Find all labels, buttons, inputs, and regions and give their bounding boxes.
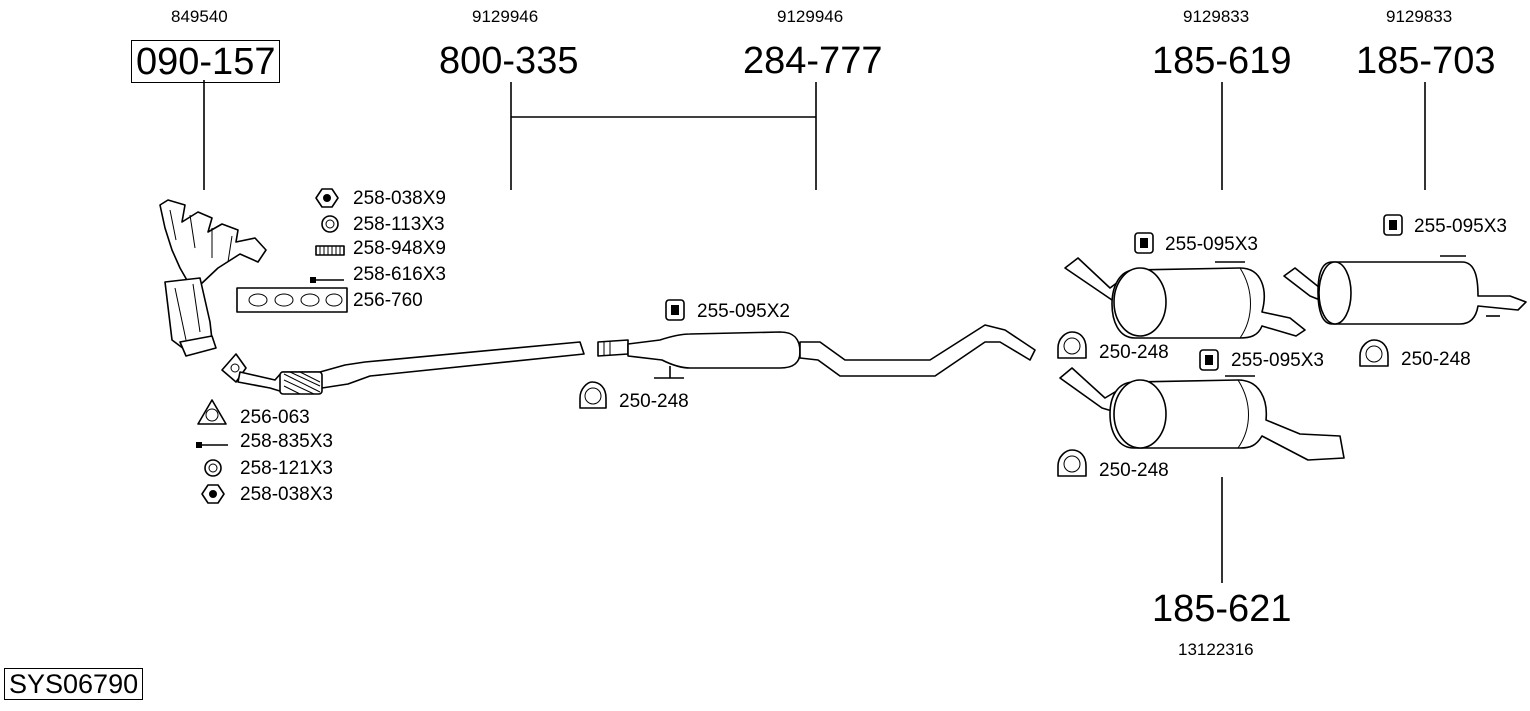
fitting-label-mount-rear-c[interactable]: 255-095X3: [1231, 350, 1324, 371]
fitting-label-gasket-manifold[interactable]: 256-760: [353, 290, 423, 311]
pipe-clamp-icon: [1359, 339, 1389, 367]
hex-nut-icon: [201, 484, 225, 504]
sealing-ring-icon: [204, 459, 222, 477]
fitting-label-spring-x9[interactable]: 258-948X9: [353, 238, 446, 259]
fitting-label-nut-flange[interactable]: 258-038X3: [240, 484, 333, 505]
middle-silencer-drawing: [597, 324, 1036, 379]
system-code-label: SYS06790: [4, 668, 144, 700]
part-number-rear-silencer-a[interactable]: 185-619: [1152, 40, 1292, 82]
part-number-middle-silencer[interactable]: 284-777: [743, 40, 883, 82]
front-pipe-drawing: [221, 341, 585, 395]
fitting-label-clamp-mid[interactable]: 250-248: [619, 391, 689, 412]
part-number-manifold[interactable]: 090-157: [131, 40, 281, 83]
bolt-icon: [310, 277, 344, 283]
fitting-label-clamp-rear-c[interactable]: 250-248: [1099, 460, 1169, 481]
fitting-label-ring-x3[interactable]: 258-113X3: [353, 214, 445, 235]
pipe-clamp-icon: [1057, 449, 1087, 477]
oem-number-front-pipe: 9129946: [472, 7, 539, 26]
rubber-mount-icon: [1383, 214, 1403, 236]
leader-lines: [203, 80, 1426, 583]
rear-silencer-185-703-drawing: [1283, 255, 1527, 325]
pipe-clamp-icon: [579, 381, 607, 409]
sealing-ring-icon: [321, 215, 339, 233]
oem-number-rear-silencer-b: 9129833: [1386, 7, 1453, 26]
part-number-front-pipe[interactable]: 800-335: [439, 40, 579, 82]
fitting-label-nut-x9[interactable]: 258-038X9: [353, 188, 446, 209]
gasket-icon: [236, 287, 348, 313]
fitting-label-gasket-flange[interactable]: 256-063: [240, 407, 310, 428]
pipe-clamp-icon: [1057, 331, 1087, 359]
fitting-label-mount-rear-a[interactable]: 255-095X3: [1165, 234, 1258, 255]
fitting-label-ring-flange[interactable]: 258-121X3: [240, 458, 333, 479]
oem-number-rear-silencer-c: 13122316: [1178, 640, 1254, 659]
oem-number-rear-silencer-a: 9129833: [1183, 7, 1250, 26]
fitting-label-clamp-rear-a[interactable]: 250-248: [1099, 342, 1169, 363]
rear-silencer-185-619-drawing: [1064, 257, 1306, 339]
spring-icon: [315, 245, 345, 256]
oem-number-middle-silencer: 9129946: [777, 7, 844, 26]
hex-nut-icon: [315, 188, 339, 208]
rear-silencer-185-621-drawing: [1059, 367, 1345, 461]
bolt-icon: [196, 442, 228, 448]
fitting-label-clamp-rear-b[interactable]: 250-248: [1401, 349, 1471, 370]
oem-number-manifold: 849540: [171, 7, 228, 26]
fitting-label-bolt-flange[interactable]: 258-835X3: [240, 431, 333, 452]
fitting-label-bolt-x3[interactable]: 258-616X3: [353, 264, 446, 285]
part-number-rear-silencer-c[interactable]: 185-621: [1152, 588, 1292, 630]
exhaust-manifold-drawing: [159, 199, 267, 357]
part-number-rear-silencer-b[interactable]: 185-703: [1356, 40, 1496, 82]
flange-gasket-icon: [197, 399, 227, 425]
rubber-mount-icon: [1199, 349, 1219, 371]
rubber-mount-icon: [1134, 232, 1154, 254]
fitting-label-mount-x2[interactable]: 255-095X2: [697, 301, 790, 322]
rubber-mount-icon: [665, 299, 685, 321]
fitting-label-mount-rear-b[interactable]: 255-095X3: [1414, 216, 1507, 237]
